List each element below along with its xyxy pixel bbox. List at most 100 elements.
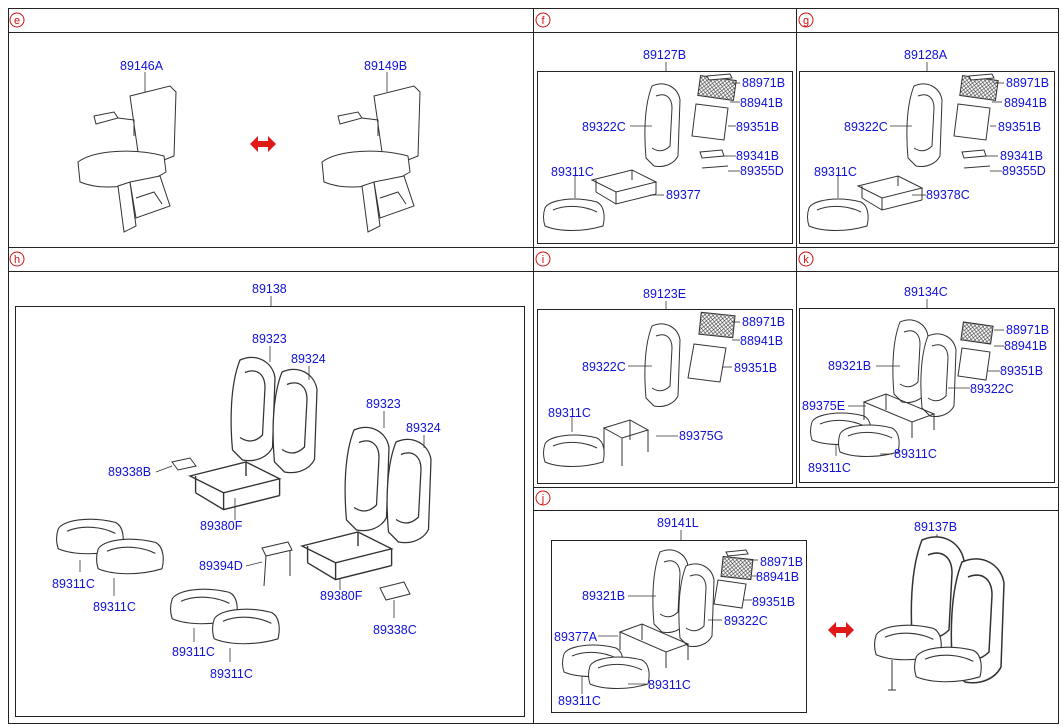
part-label-89322c[interactable]: 89322C: [582, 120, 626, 134]
part-label-89351b[interactable]: 89351B: [998, 120, 1041, 134]
part-label-88941b[interactable]: 88941B: [740, 334, 783, 348]
part-label-89311c[interactable]: 89311C: [648, 678, 691, 692]
seat-back-89324-right: [386, 438, 432, 544]
part-label-89311c[interactable]: 89311C: [894, 447, 937, 461]
section-i-header[interactable]: i: [535, 251, 551, 267]
board-89351b: [691, 103, 729, 141]
frame-89378c: [857, 175, 923, 211]
cushion-89311c: [543, 434, 605, 467]
cushion-89311c-b: [838, 424, 900, 457]
part-label-89375e[interactable]: 89375E: [802, 399, 845, 413]
seat-back-89322c: [920, 333, 957, 418]
part-label-89311c[interactable]: 89311C: [93, 600, 136, 614]
clip-88971b: [968, 73, 995, 81]
part-label-88941b[interactable]: 88941B: [1004, 96, 1047, 110]
cushion-89311c: [543, 198, 605, 231]
assembly-label-89141l[interactable]: 89141L: [657, 516, 699, 530]
frame-89380f-right: [301, 531, 393, 581]
section-j: j 89141L 88971B 88941B 89321B 89351B 893…: [535, 490, 1005, 713]
board-89351b: [687, 343, 727, 383]
part-label-89149b[interactable]: 89149B: [364, 59, 407, 73]
part-label-88971b[interactable]: 88971B: [760, 555, 803, 569]
assembly-label-89138[interactable]: 89138: [252, 282, 287, 296]
part-label-89377a[interactable]: 89377A: [554, 630, 598, 644]
frame-89377: [591, 169, 657, 205]
section-g-header[interactable]: g: [798, 12, 814, 28]
part-label-89351b[interactable]: 89351B: [752, 595, 795, 609]
part-label-89311c[interactable]: 89311C: [210, 667, 253, 681]
mesh-panel-88941b: [960, 321, 994, 345]
frame-89377a: [618, 623, 690, 668]
part-label-89311c[interactable]: 89311C: [814, 165, 857, 179]
part-label-89355d[interactable]: 89355D: [1002, 164, 1046, 178]
part-label-89311c[interactable]: 89311C: [551, 165, 594, 179]
part-label-89322c[interactable]: 89322C: [582, 360, 626, 374]
part-label-89394d[interactable]: 89394D: [199, 559, 243, 573]
section-j-header[interactable]: j: [535, 490, 551, 506]
part-label-89338b[interactable]: 89338B: [108, 465, 151, 479]
part-label-89323[interactable]: 89323: [252, 332, 287, 346]
section-h-letter: h: [14, 254, 20, 266]
assembly-label-89134c[interactable]: 89134C: [904, 285, 948, 299]
section-j-letter: j: [541, 493, 544, 505]
part-label-88971b[interactable]: 88971B: [1006, 76, 1049, 90]
part-label-88971b[interactable]: 88971B: [742, 76, 785, 90]
part-label-89321b[interactable]: 89321B: [582, 589, 625, 603]
part-label-89146a[interactable]: 89146A: [120, 59, 164, 73]
section-h-header[interactable]: h: [9, 251, 25, 267]
section-e-header[interactable]: e: [9, 12, 25, 28]
section-k-header[interactable]: k: [798, 251, 814, 267]
part-label-89311c[interactable]: 89311C: [52, 577, 95, 591]
part-label-89375g[interactable]: 89375G: [679, 429, 723, 443]
bracket-89338c: [379, 581, 411, 601]
part-label-89351b[interactable]: 89351B: [734, 361, 777, 375]
part-label-89378c[interactable]: 89378C: [926, 188, 970, 202]
part-label-89311c[interactable]: 89311C: [172, 645, 215, 659]
part-label-89355d[interactable]: 89355D: [740, 164, 784, 178]
part-label-89324[interactable]: 89324: [291, 352, 326, 366]
assembly-label-89123e[interactable]: 89123E: [643, 287, 686, 301]
section-f-header[interactable]: f: [535, 12, 551, 28]
cushion-89311c-b: [96, 538, 164, 575]
cushion-89311c: [807, 198, 869, 231]
seat-left-chair: [77, 85, 177, 233]
seat-back-89323-right: [344, 426, 390, 532]
seat-right-chair: [321, 85, 421, 233]
part-label-89351b[interactable]: 89351B: [1000, 364, 1043, 378]
part-label-89311c[interactable]: 89311C: [548, 406, 591, 420]
part-label-88971b[interactable]: 88971B: [742, 315, 785, 329]
part-label-88941b[interactable]: 88941B: [756, 570, 799, 584]
part-label-89323[interactable]: 89323: [366, 397, 401, 411]
part-label-89338c[interactable]: 89338C: [373, 623, 417, 637]
assembly-label-89128a[interactable]: 89128A: [904, 48, 948, 62]
section-i: i 89123E 88971B 88941B 89322C 89351B 893…: [535, 251, 793, 484]
part-label-89137b[interactable]: 89137B: [914, 520, 957, 534]
part-label-88941b[interactable]: 88941B: [740, 96, 783, 110]
part-label-89341b[interactable]: 89341B: [1000, 149, 1043, 163]
part-label-89322c[interactable]: 89322C: [970, 382, 1014, 396]
handle-89341b: [699, 149, 725, 159]
rod-89355d: [701, 165, 729, 169]
part-label-89351b[interactable]: 89351B: [736, 120, 779, 134]
cushion-89311c-d: [212, 608, 280, 645]
seat-back-89322c: [678, 563, 715, 648]
part-label-89311c[interactable]: 89311C: [808, 461, 851, 475]
part-label-89341b[interactable]: 89341B: [736, 149, 779, 163]
frame-89375g: [602, 419, 650, 466]
handle-89341b: [961, 149, 987, 159]
seat-back-89324-left: [272, 368, 318, 474]
section-f: f 89127B 88971B 88941B 89322C 89351B 893…: [535, 12, 793, 244]
part-label-89311c[interactable]: 89311C: [558, 694, 601, 708]
part-label-89380f[interactable]: 89380F: [320, 589, 363, 603]
part-label-89321b[interactable]: 89321B: [828, 359, 871, 373]
assembly-label-89127b[interactable]: 89127B: [643, 48, 686, 62]
part-label-88941b[interactable]: 88941B: [1004, 339, 1047, 353]
part-label-89322c[interactable]: 89322C: [844, 120, 888, 134]
part-label-89322c[interactable]: 89322C: [724, 614, 768, 628]
swap-arrow-icon: [828, 622, 854, 638]
part-label-89377[interactable]: 89377: [666, 188, 701, 202]
part-label-88971b[interactable]: 88971B: [1006, 323, 1049, 337]
section-e-letter: e: [14, 15, 20, 27]
part-label-89324[interactable]: 89324: [406, 421, 441, 435]
part-label-89380f[interactable]: 89380F: [200, 519, 243, 533]
